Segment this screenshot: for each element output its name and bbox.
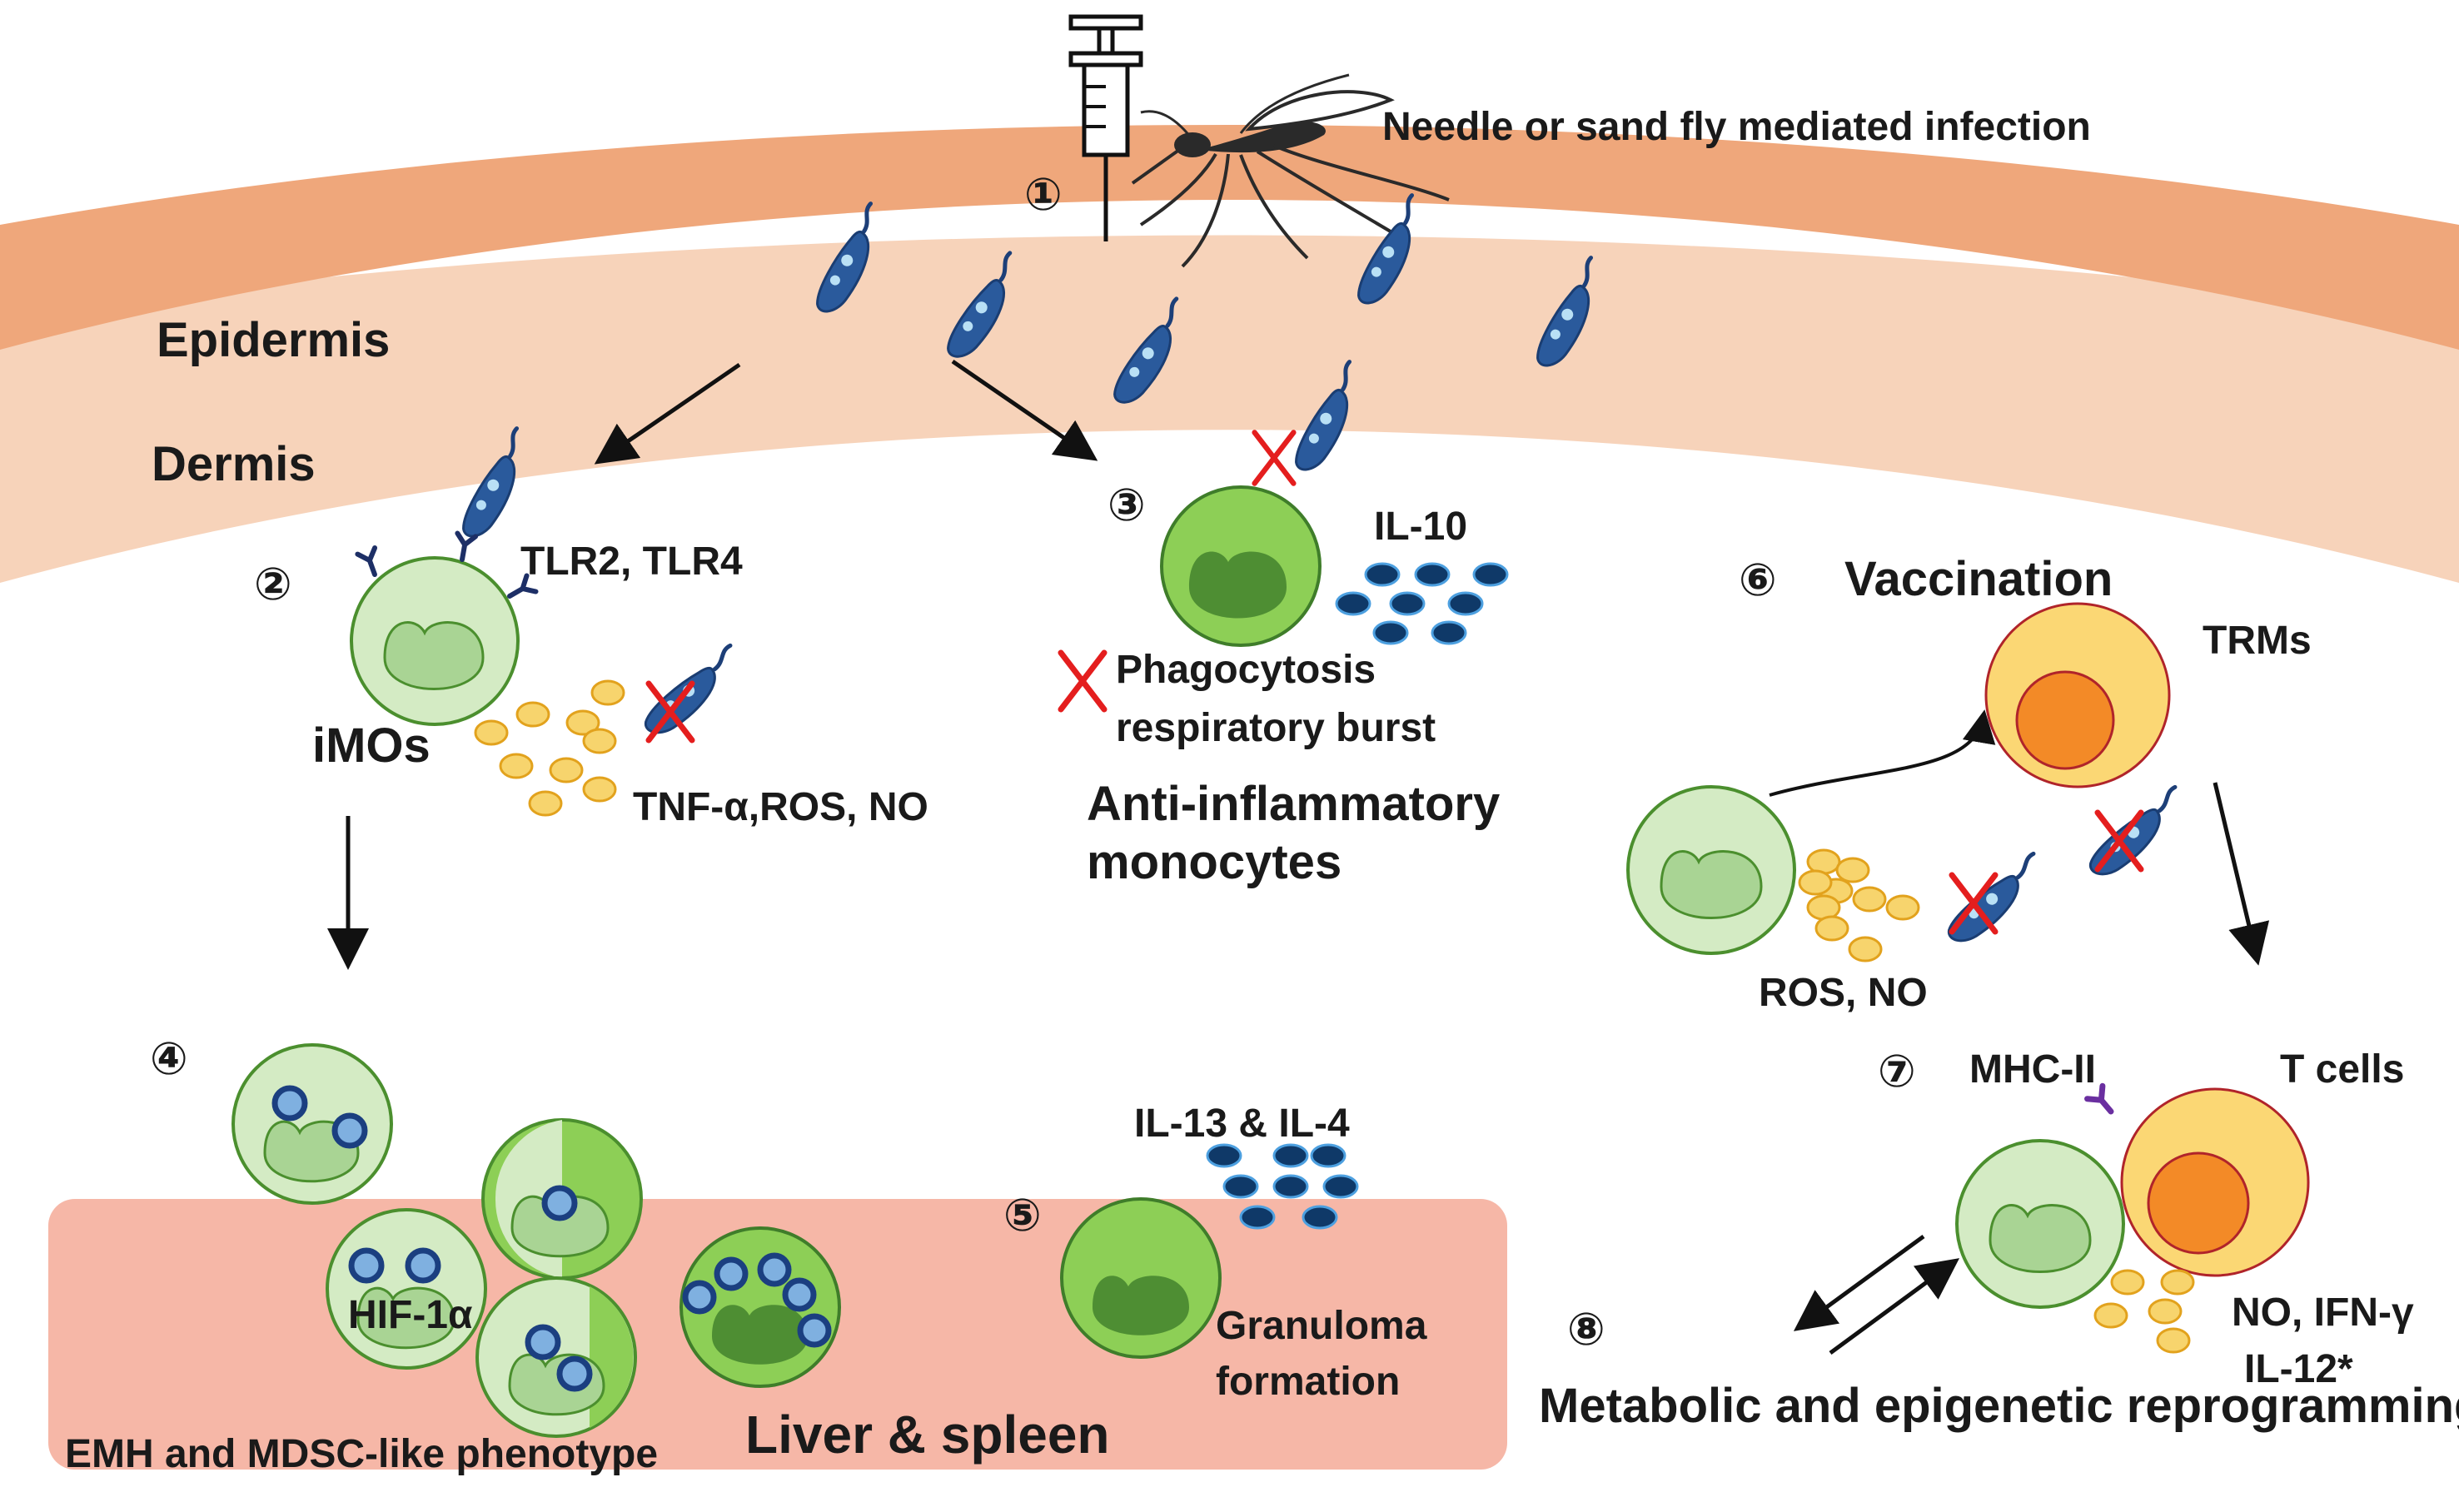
tcell <box>2120 1087 2310 1277</box>
formation-label: formation <box>1216 1360 1400 1404</box>
parasite-icon <box>1946 836 2038 955</box>
il13-label: IL-13 & IL-4 <box>1134 1102 1350 1146</box>
tlr-receptor-icon <box>453 534 475 561</box>
infection-title: Needle or sand fly mediated infection <box>1382 105 2091 149</box>
tlr-label: TLR2, TLR4 <box>520 540 743 584</box>
tnf-label: TNF-α,ROS, NO <box>633 785 928 829</box>
dermis-layer <box>0 235 2459 583</box>
il12-label: IL-12* <box>2244 1347 2353 1391</box>
arrow-to-monocyte <box>1829 1258 1960 1355</box>
granuloma-monocyte <box>1060 1197 1222 1359</box>
step-8-marker: ⑧ <box>1567 1305 1605 1355</box>
red-cross-icon <box>1061 653 1104 709</box>
imos-label: iMOs <box>312 719 431 773</box>
step-5-marker: ⑤ <box>1003 1191 1042 1241</box>
granuloma-label: Granuloma <box>1216 1304 1427 1348</box>
step-2-marker: ② <box>254 560 292 609</box>
tnf-cytokines <box>474 679 625 817</box>
corner-block <box>0 0 250 100</box>
monocytes-label: monocytes <box>1087 835 1341 889</box>
arrow-to-anti-inflammatory <box>951 359 1098 461</box>
arrow-to-trms <box>1769 709 1996 797</box>
trm-cell <box>1984 602 2171 788</box>
arrow-to-imos <box>594 362 741 465</box>
step-7-marker: ⑦ <box>1878 1047 1916 1097</box>
vaccination-label: Vaccination <box>1844 552 2113 606</box>
step-6-marker: ⑥ <box>1739 555 1777 605</box>
imo-monocyte <box>350 556 520 726</box>
trms-label: TRMs <box>2203 619 2312 663</box>
syringe-icon <box>1068 14 1143 241</box>
il10-cytokines <box>1335 562 1509 645</box>
sandfly-icon <box>1131 73 1450 268</box>
mhc-receptor-icon <box>2084 1082 2114 1115</box>
ros-no-label: ROS, NO <box>1759 971 1928 1015</box>
tcells-label: T cells <box>2280 1047 2404 1092</box>
arrow-to-tcells <box>2213 782 2270 966</box>
tlr-receptor-icon <box>357 548 383 578</box>
hif-label: HIF-1α <box>348 1293 473 1337</box>
emh-label: EMH and MDSC-like phenotype <box>65 1432 658 1476</box>
vaccination-monocyte <box>1626 785 1796 955</box>
step-1-marker: ① <box>1024 170 1063 220</box>
liver-spleen-label: Liver & spleen <box>745 1405 1110 1465</box>
anti-inflammatory-label: Anti-inflammatory <box>1087 777 1500 831</box>
tcell-cytokines <box>2093 1269 2195 1354</box>
metabolic-label: Metabolic and epigenetic reprogramming? <box>1539 1379 2459 1433</box>
arrow-from-monocyte <box>1793 1234 1925 1331</box>
infected-monocyte <box>326 1208 487 1370</box>
il10-label: IL-10 <box>1374 505 1467 549</box>
antigen-presenting-monocyte <box>1955 1139 2125 1309</box>
parasite-icon <box>2088 769 2180 888</box>
epidermis-layer <box>0 125 2459 350</box>
anti-inflammatory-monocyte <box>1160 485 1322 647</box>
respiratory-burst-label: respiratory burst <box>1116 706 1436 750</box>
heavily-infected-monocyte <box>679 1226 841 1388</box>
step-4-marker: ④ <box>150 1034 188 1084</box>
mhc-label: MHC-II <box>1969 1047 2096 1092</box>
epidermis-label: Epidermis <box>157 313 390 367</box>
infected-monocyte <box>481 1118 643 1280</box>
no-ifn-label: NO, IFN-γ <box>2232 1291 2414 1335</box>
ros-no-cytokines <box>1798 848 1920 962</box>
step-3-marker: ③ <box>1108 480 1146 530</box>
infected-monocyte <box>475 1276 637 1438</box>
dermis-label: Dermis <box>152 437 316 491</box>
red-cross-icon <box>1255 432 1294 483</box>
infected-monocyte <box>231 1043 393 1205</box>
phagocytosis-label: Phagocytosis <box>1116 648 1376 692</box>
